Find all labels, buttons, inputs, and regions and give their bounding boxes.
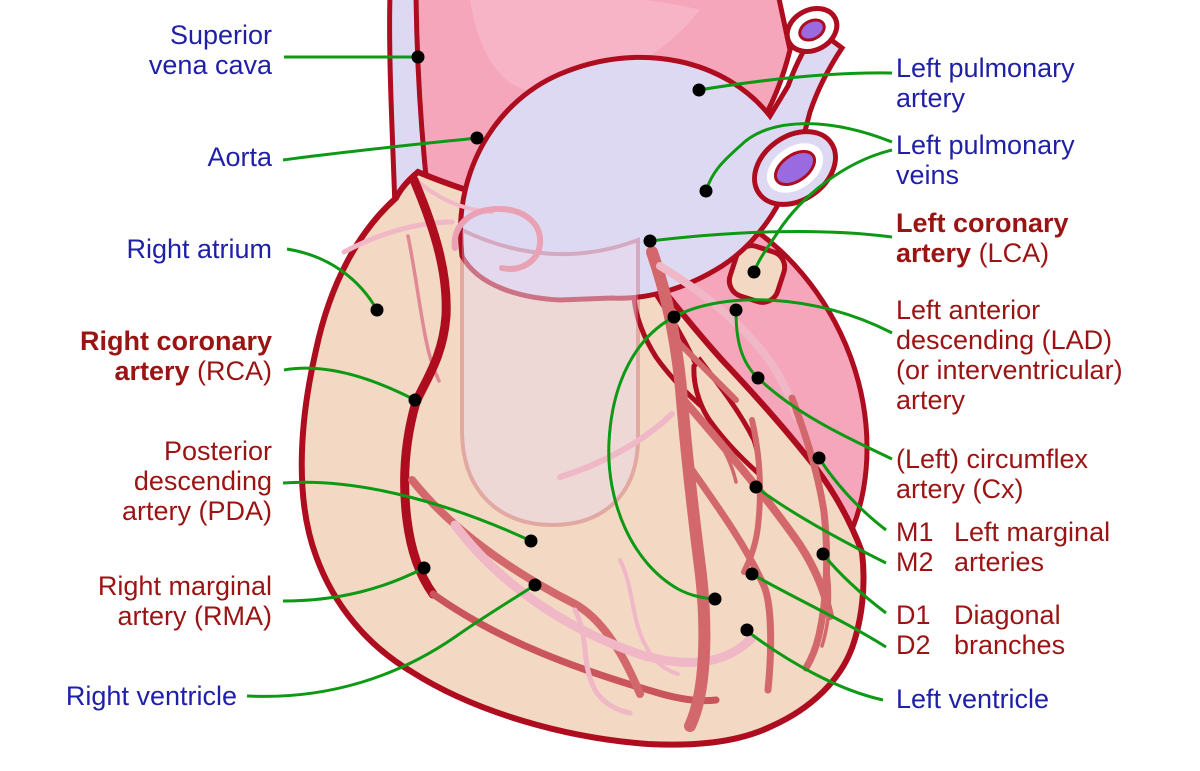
lad-small-branch [673, 337, 739, 403]
label-right-atrium: Right atrium [126, 234, 272, 264]
lpa-cut-end [784, 6, 840, 54]
leader-lpv-2 [752, 148, 893, 273]
leader-d1 [821, 553, 887, 615]
leader-rca [283, 366, 416, 402]
dot-rca [408, 393, 422, 407]
rca-name: Right coronary artery [79, 326, 272, 386]
dot-d2 [745, 567, 759, 581]
pda-vessel [429, 590, 720, 705]
leader-right-atrium [286, 247, 379, 311]
dot-lca [643, 234, 657, 248]
lca-abbr: (LCA) [971, 238, 1050, 268]
aorta-highlight [470, 0, 700, 92]
small-squiggle-1 [710, 428, 738, 484]
label-left-pulmonary-veins: Left pulmonary veins [896, 130, 1075, 190]
dot-lad-upper [667, 310, 681, 324]
apex-squiggle-2 [618, 558, 680, 676]
leader-m2 [755, 485, 887, 565]
label-right-marginal-artery: Right marginal artery (RMA) [97, 571, 272, 631]
leader-aorta [282, 136, 478, 162]
marginal-abbrs: M1 M2 [896, 517, 934, 577]
outflow-column [460, 226, 640, 528]
leader-rma [282, 566, 425, 603]
leader-lca [649, 229, 893, 243]
label-superior-vena-cava: Superior vena cava [148, 20, 272, 80]
dot-lpv-2 [747, 265, 761, 279]
label-left-coronary-artery: Left coronary artery (LCA) [896, 208, 1196, 268]
dot-pda [524, 534, 538, 548]
leader-lpa [698, 71, 893, 92]
label-right-coronary-artery: Right coronary artery (RCA) [40, 326, 272, 386]
leader-circumflex [734, 310, 893, 461]
label-right-ventricle: Right ventricle [65, 681, 237, 711]
light-mid-vessel [557, 411, 675, 480]
pulmonary-vein-cut-end [752, 129, 838, 207]
marginal-2-vessel [741, 417, 763, 575]
circumflex-vessel [656, 262, 800, 420]
dot-rma [417, 561, 431, 575]
dot-m2 [749, 480, 763, 494]
dot-circumflex-lower [751, 371, 765, 385]
leader-lpv-1 [704, 122, 893, 192]
anchor-dots [370, 50, 830, 637]
dot-m1 [812, 451, 826, 465]
light-u-vessel [450, 520, 757, 667]
marginal-text: Left marginal arteries [954, 517, 1111, 577]
label-left-ventricle: Left ventricle [896, 684, 1050, 714]
leader-d2 [751, 572, 887, 649]
label-diagonal-branches: D1 D2 Diagonal branches [896, 600, 1196, 660]
dot-lpa [692, 83, 706, 97]
lca-name: Left coronary artery [896, 208, 1069, 268]
label-aorta: Aorta [207, 142, 272, 172]
leader-lines [246, 55, 893, 702]
dot-lad-lower [708, 592, 722, 606]
leader-pda [282, 480, 532, 543]
label-left-anterior-descending: Left anterior descending (LAD) (or inter… [896, 295, 1123, 415]
label-left-pulmonary-artery: Left pulmonary artery [896, 53, 1075, 113]
dot-superior-vena-cava [411, 50, 425, 64]
leader-m1 [817, 457, 887, 532]
lad-vessel [646, 246, 711, 732]
dot-d1 [816, 547, 830, 561]
dot-lpv-1 [699, 184, 713, 198]
dot-left-ventricle [740, 623, 754, 637]
diagonal-abbrs: D1 D2 [896, 600, 931, 660]
dot-aorta [470, 131, 484, 145]
leader-lad [607, 298, 893, 601]
rca-abbr: (RCA) [189, 356, 272, 386]
label-circumflex: (Left) circumflex artery (Cx) [896, 444, 1089, 504]
appendage-hook-vessel [451, 205, 544, 272]
dot-circumflex-upper [729, 303, 743, 317]
dot-right-atrium [370, 303, 384, 317]
atrium-arc-vessel [341, 219, 455, 255]
leader-left-ventricle [746, 629, 884, 702]
diagonal-text: Diagonal branches [954, 600, 1066, 660]
small-squiggle-2 [820, 558, 832, 648]
diagonal-2-vessel [688, 466, 775, 694]
label-left-marginal-arteries: M1 M2 Left marginal arteries [896, 517, 1196, 577]
leader-right-ventricle [246, 583, 536, 698]
label-posterior-descending-artery: Posterior descending artery (PDA) [121, 436, 272, 526]
dot-right-ventricle [528, 578, 542, 592]
apex-squiggle-1 [572, 607, 633, 716]
